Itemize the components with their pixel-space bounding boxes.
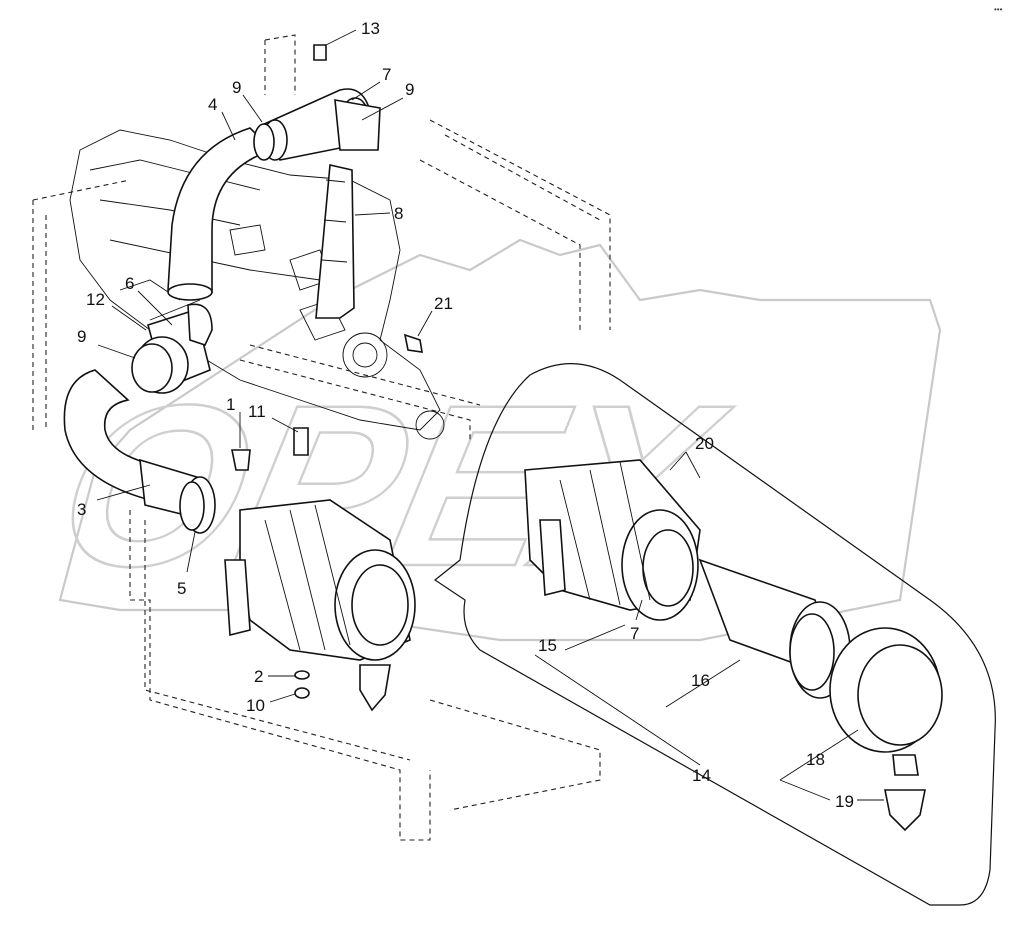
callout-15: 15 <box>538 636 557 655</box>
exploded-view-outline <box>433 363 996 906</box>
leader-lines <box>96 29 884 801</box>
lower-hose <box>63 369 216 534</box>
callout-5: 5 <box>177 579 186 598</box>
adapter-flange <box>131 303 213 394</box>
callout-6: 6 <box>125 274 134 293</box>
callout-10: 10 <box>246 696 265 715</box>
callout-20: 20 <box>695 434 714 453</box>
callout-7-lower: 7 <box>630 624 639 643</box>
air-cleaner-assembled <box>224 499 416 712</box>
callout-8: 8 <box>394 204 403 223</box>
callout-16: 16 <box>691 671 710 690</box>
callout-1: 1 <box>226 395 235 414</box>
callout-11: 11 <box>248 402 266 421</box>
callout-7-upper: 7 <box>382 65 391 84</box>
callout-9-left: 9 <box>77 327 86 346</box>
callout-14: 14 <box>692 766 711 785</box>
corner-mark: ••• <box>994 5 1003 14</box>
air-cleaner-exploded <box>524 459 943 832</box>
callout-21: 21 <box>434 294 453 313</box>
small-hardware <box>231 44 423 699</box>
callout-9-upper-right: 9 <box>405 80 414 99</box>
callout-12: 12 <box>86 290 105 309</box>
callout-3: 3 <box>77 500 86 519</box>
watermark: OPEX <box>38 238 942 642</box>
callout-13: 13 <box>361 19 380 38</box>
upper-intake-pipe <box>167 88 381 319</box>
callout-18: 18 <box>806 750 825 769</box>
callout-9-upper-left: 9 <box>232 78 241 97</box>
callout-2: 2 <box>254 667 263 686</box>
callout-19: 19 <box>835 792 854 811</box>
callout-labels: 13 7 9 9 4 8 6 12 9 21 1 11 3 5 2 10 20 … <box>77 19 854 811</box>
callout-4: 4 <box>208 95 217 114</box>
frame-outline <box>32 34 611 841</box>
